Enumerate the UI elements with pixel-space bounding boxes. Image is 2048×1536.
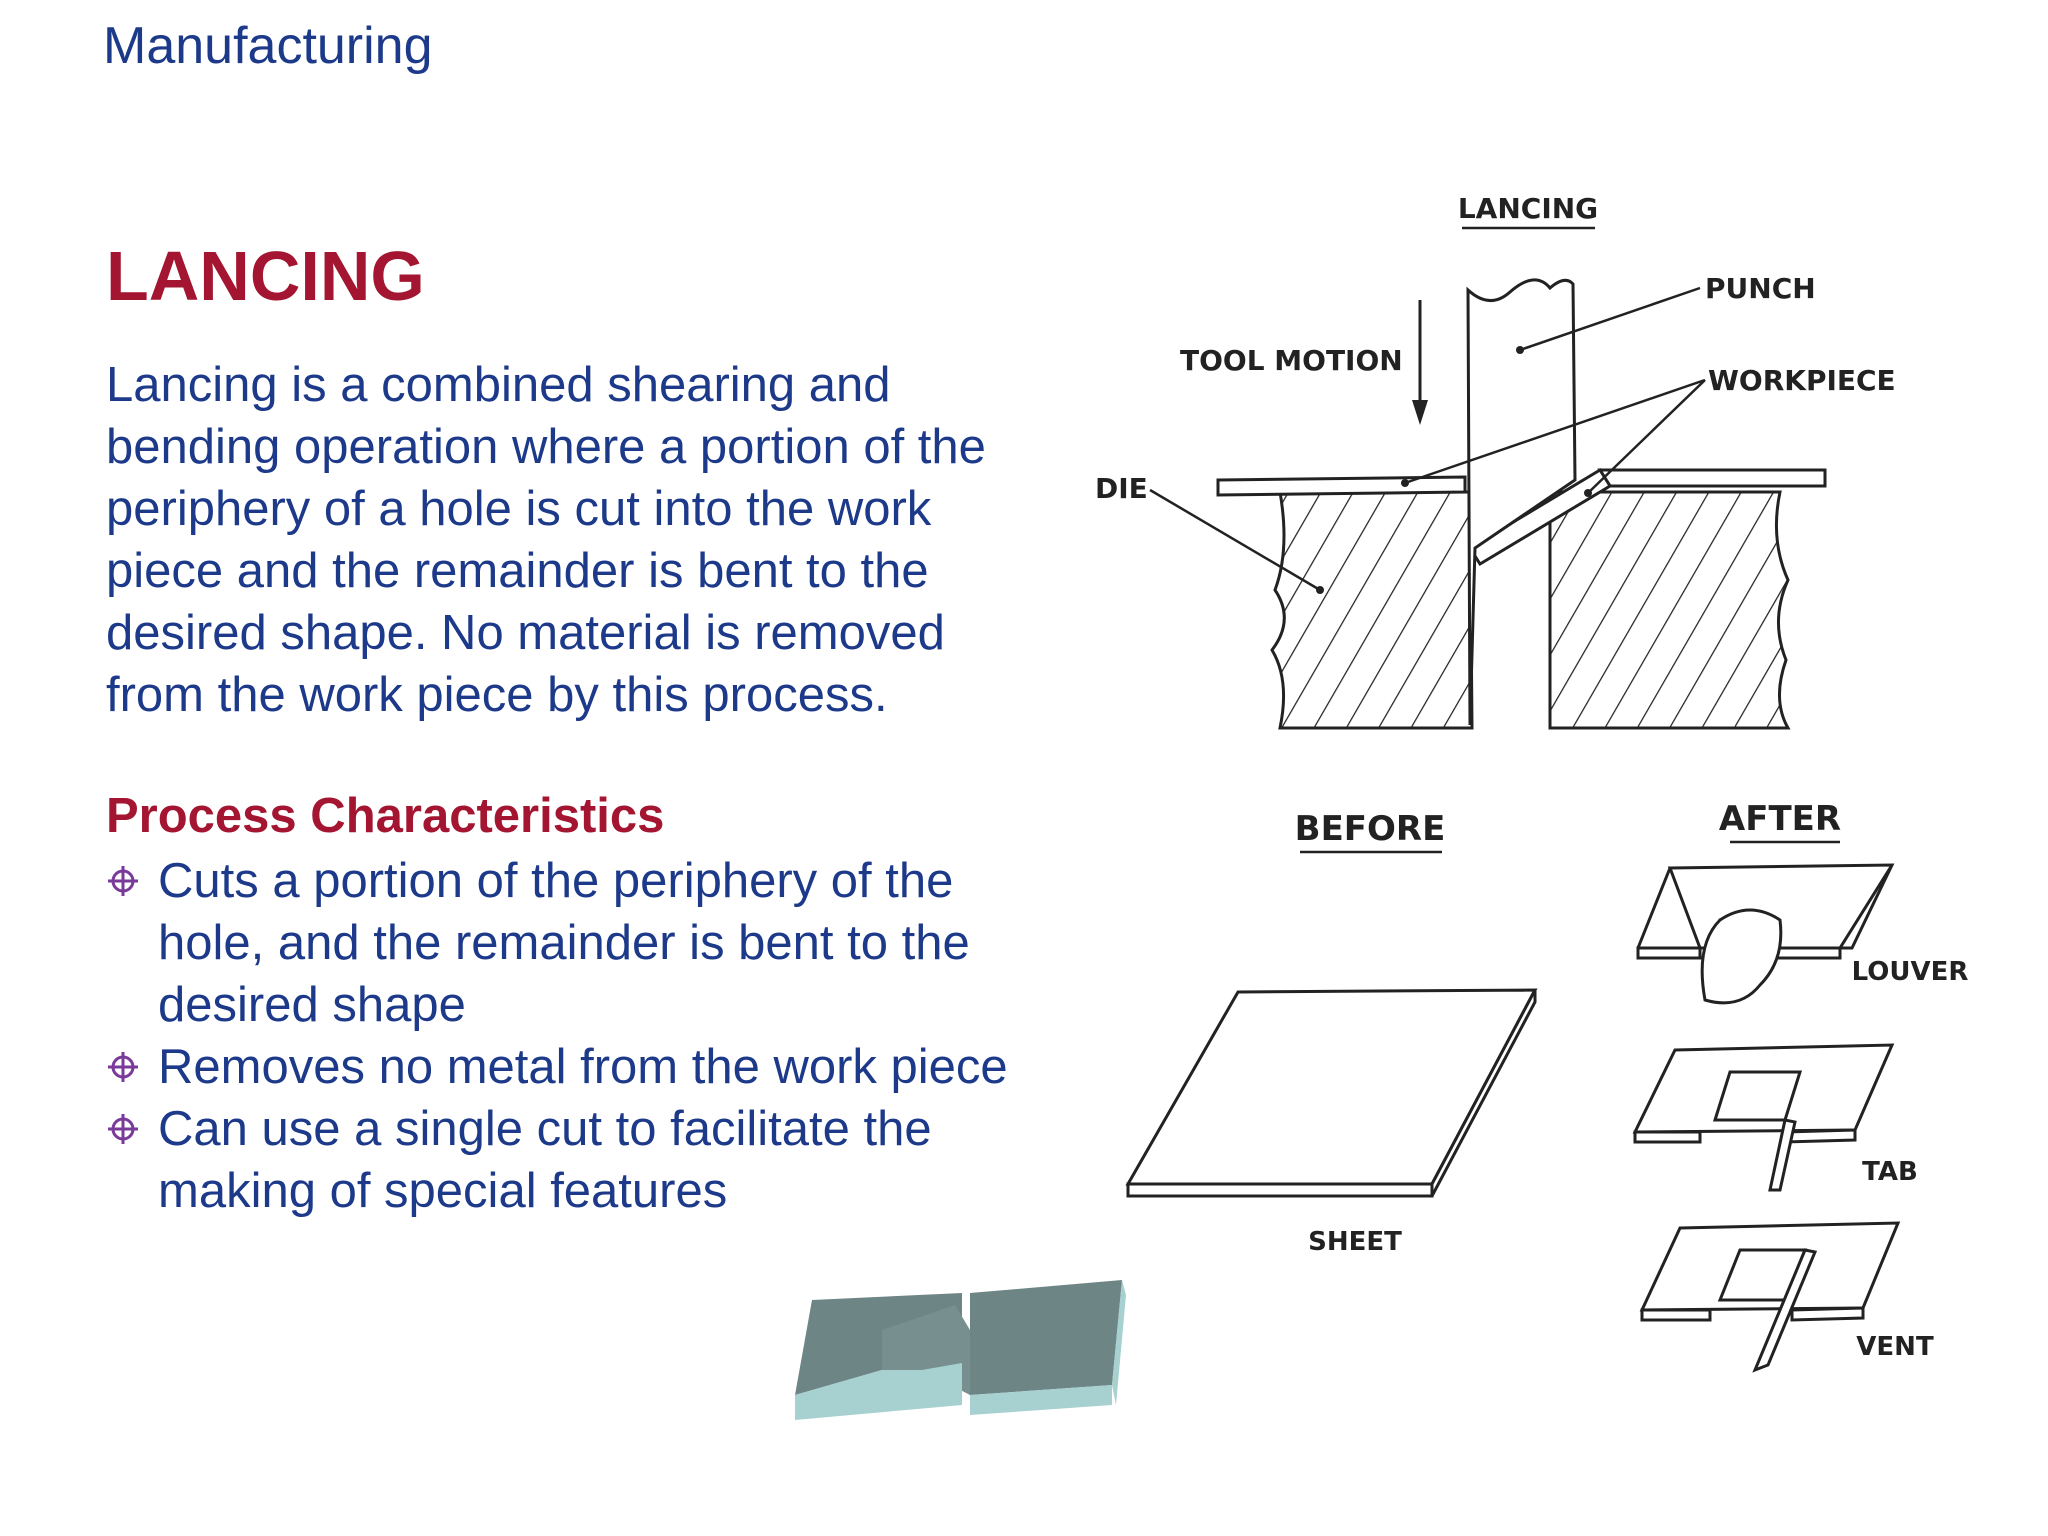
lanced-block-3d-illustration — [795, 1280, 1126, 1420]
slide-title: LANCING — [106, 237, 425, 315]
crosshair-bullet-icon — [108, 866, 138, 896]
label-die: DIE — [1095, 472, 1148, 505]
label-sheet: SHEET — [1308, 1227, 1402, 1257]
process-characteristics-heading: Process Characteristics — [106, 789, 665, 843]
diagram-title: LANCING — [1458, 192, 1598, 225]
label-louver: LOUVER — [1852, 957, 1969, 987]
characteristics-list: Cuts a portion of the periphery of the h… — [106, 850, 1036, 1222]
die-left — [1270, 490, 1474, 730]
label-tab: TAB — [1862, 1157, 1918, 1187]
leader-workpiece-a — [1404, 378, 1706, 485]
punch — [1466, 278, 1577, 726]
bullet-text: Removes no metal from the work piece — [158, 1040, 1008, 1094]
crosshair-bullet-icon — [108, 1052, 138, 1082]
leader-dot — [1316, 586, 1324, 594]
label-after: AFTER — [1719, 799, 1841, 839]
list-item: Can use a single cut to facilitate the m… — [106, 1098, 1036, 1222]
label-tool-motion: TOOL MOTION — [1180, 344, 1403, 377]
section-header: Manufacturing — [103, 17, 433, 75]
leader-dot — [1401, 479, 1409, 487]
label-punch: PUNCH — [1705, 272, 1816, 305]
workpiece-sheet-left — [1216, 475, 1467, 497]
leader-dot — [1584, 489, 1592, 497]
tool-motion-arrowhead — [1412, 400, 1428, 425]
die-right — [1548, 490, 1791, 730]
sheet-illustration — [1125, 988, 1538, 1198]
bent-tab — [1467, 467, 1613, 567]
workpiece-sheet-right — [1597, 468, 1827, 488]
lancing-diagram: LANCING TOOL MOTION PUNCH WORKPIECE DIE … — [1095, 192, 1969, 1373]
leader-dot — [1516, 346, 1524, 354]
list-item: Removes no metal from the work piece — [106, 1036, 1036, 1098]
label-before: BEFORE — [1295, 809, 1446, 849]
leader-workpiece-b — [1587, 379, 1706, 494]
leader-punch — [1519, 286, 1701, 352]
bullet-text: Cuts a portion of the periphery of the h… — [158, 854, 970, 1032]
leader-die — [1149, 488, 1321, 592]
tab-illustration — [1632, 1043, 1895, 1192]
vent-illustration — [1639, 1221, 1901, 1373]
description-paragraph: Lancing is a combined shearing and bendi… — [106, 358, 986, 722]
list-item: Cuts a portion of the periphery of the h… — [106, 850, 1036, 1036]
bullet-text: Can use a single cut to facilitate the m… — [158, 1102, 932, 1218]
label-vent: VENT — [1856, 1332, 1934, 1362]
louver-illustration — [1636, 863, 1895, 1005]
label-workpiece: WORKPIECE — [1708, 364, 1896, 397]
crosshair-bullet-icon — [108, 1114, 138, 1144]
